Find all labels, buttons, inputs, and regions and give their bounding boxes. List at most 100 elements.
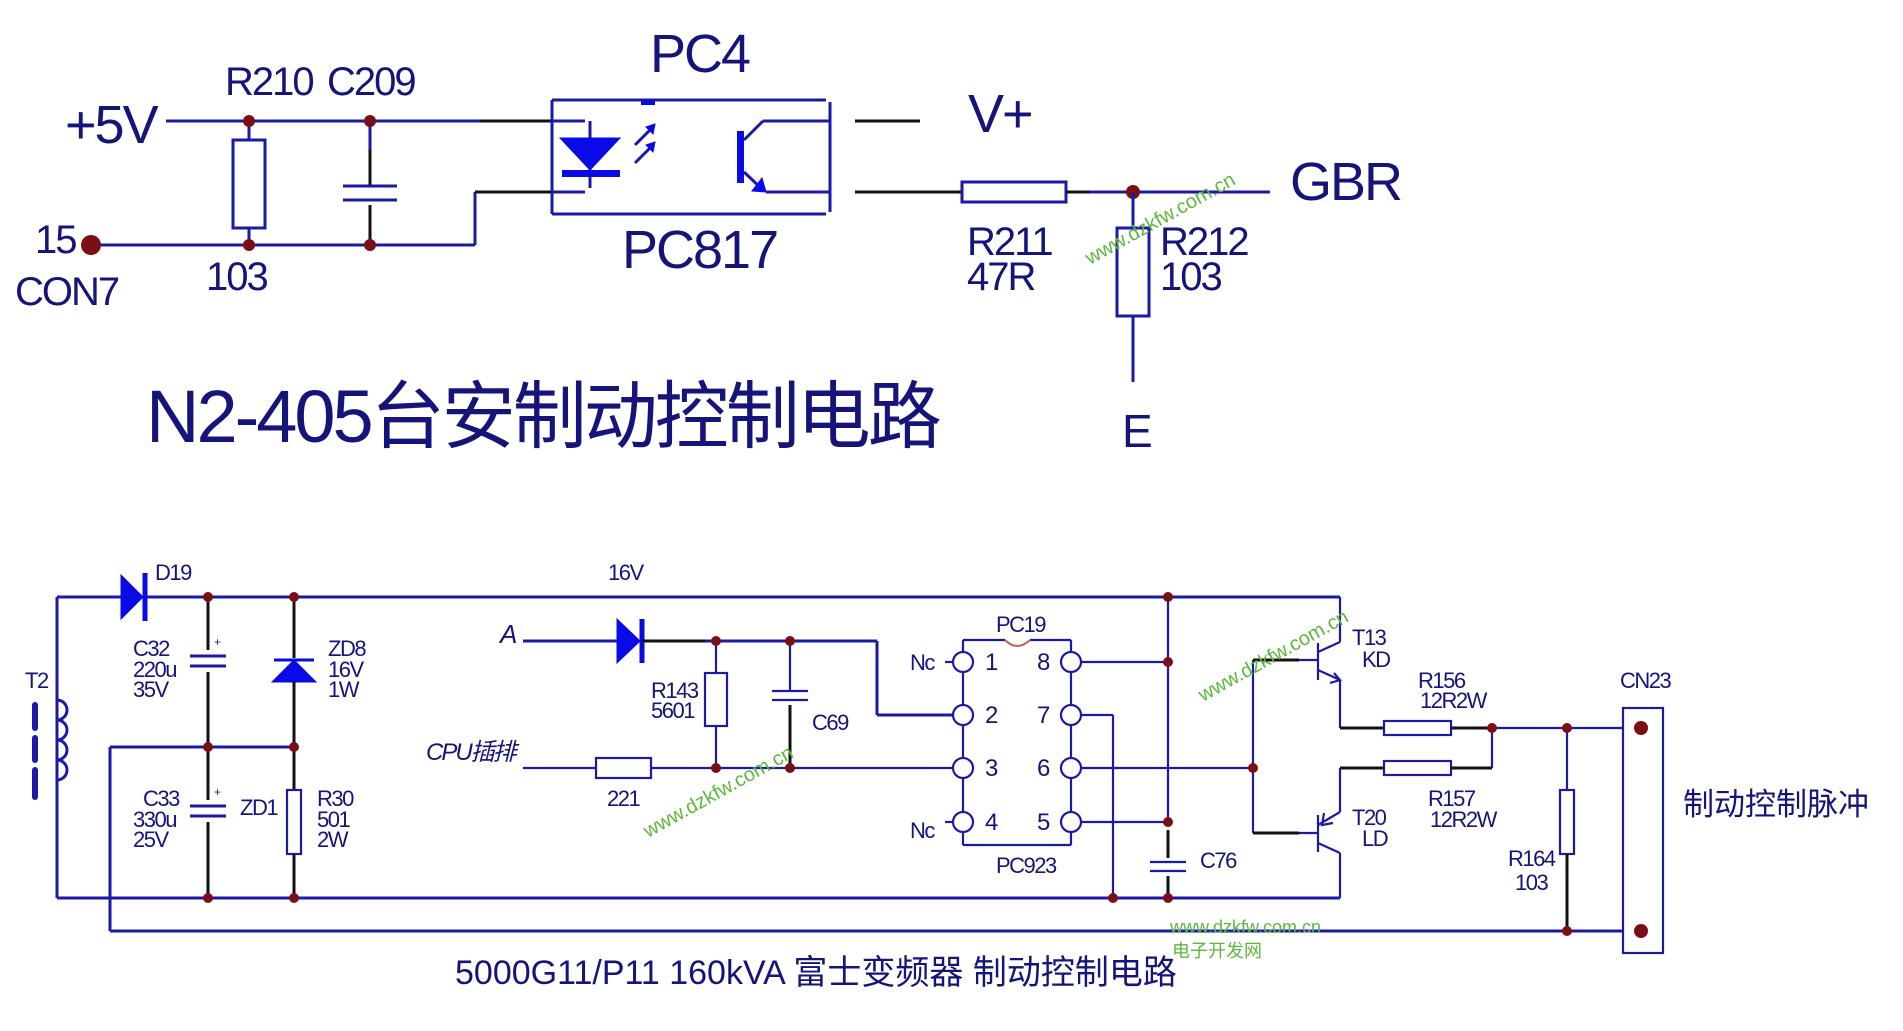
t13-ref-label: T13 [1352, 625, 1387, 650]
resistor-r143 [703, 641, 729, 768]
diode-icon [616, 617, 641, 665]
r30-power-label: 2W [317, 827, 349, 852]
transformer-t2 [32, 698, 69, 800]
pin-number-5: 5 [1037, 809, 1050, 836]
resistor-r164 [1558, 728, 1576, 931]
zd8-ref-label: ZD8 [328, 636, 366, 661]
r211-ref-label: R211 [967, 220, 1052, 264]
optocoupler-pc4 [550, 98, 832, 216]
c69-label: C69 [812, 710, 849, 735]
capacitor-c76 [1150, 830, 1186, 898]
cpu-header-label: CPU插排 [426, 739, 520, 766]
ic-pin-3 [951, 756, 975, 780]
c32-value-label: 220u [133, 657, 176, 682]
vplus-label: V+ [968, 84, 1032, 144]
supply-5v-label: +5V [65, 95, 159, 155]
t20-ref-label: T20 [1352, 805, 1387, 830]
junction-dot [203, 742, 213, 752]
zd1-label: ZD1 [240, 795, 278, 820]
r212-ref-label: R212 [1160, 220, 1248, 264]
t2-label: T2 [25, 668, 49, 693]
junction-dot [1163, 657, 1173, 667]
junction-dot [289, 592, 299, 602]
bottom-circuit: + + [25, 560, 1869, 992]
ic-pin-8 [1059, 650, 1083, 674]
cn23-pin-2 [1634, 924, 1648, 938]
d19-label: D19 [155, 560, 192, 585]
c209-ref-label: C209 [327, 60, 415, 104]
junction-dot [243, 115, 255, 127]
pin-number-8: 8 [1037, 649, 1050, 676]
con7-terminal [81, 235, 101, 255]
r157-value-label: 12R2W [1430, 807, 1498, 832]
r164-ref-label: R164 [1508, 846, 1556, 871]
c76-label: C76 [1200, 848, 1237, 873]
input-a-label: A [498, 619, 517, 649]
brake-pulse-label: 制动控制脉冲 [1683, 787, 1869, 822]
junction-dot [364, 115, 376, 127]
junction-dot [1108, 893, 1118, 903]
connector-pin-label: 15 [35, 218, 76, 262]
capacitor-c33: + [190, 747, 226, 898]
junction-dot [785, 636, 795, 646]
r157-ref-label: R157 [1428, 786, 1476, 811]
c32-ref-label: C32 [133, 636, 170, 661]
ic-pin-2 [951, 703, 975, 727]
diode-icon [120, 573, 144, 621]
transistor-t20 [1299, 766, 1384, 898]
resistor-r157 [1382, 759, 1453, 777]
c32-voltage-label: 35V [133, 677, 169, 702]
r210-ref-label: R210 [225, 60, 313, 104]
watermark-url: www.dzkfw.com.cn [1194, 606, 1352, 707]
resistor-r156 [1382, 719, 1453, 737]
nc-pin1-label: Nc [910, 650, 935, 675]
nc-pin4-label: Nc [910, 818, 935, 843]
ic-pin-4 [951, 810, 975, 834]
zener-zd8 [270, 597, 318, 747]
r212-value-label: 103 [1160, 255, 1221, 299]
phototransistor-icon [737, 131, 744, 183]
watermark-url: www.dzkfw.com.cn [639, 742, 797, 843]
c33-value-label: 330u [133, 807, 176, 832]
junction-dot [1163, 592, 1173, 602]
r30-ref-label: R30 [317, 786, 354, 811]
resistor-r212 [1115, 192, 1151, 382]
coil-icon [56, 698, 69, 782]
junction-dot [711, 636, 721, 646]
junction-dot [243, 239, 255, 251]
junction-dot [1163, 893, 1173, 903]
connector-cn23 [1621, 706, 1665, 955]
gbr-label: GBR [1290, 152, 1401, 212]
pin-number-2: 2 [985, 702, 998, 729]
svg-text:+: + [214, 785, 221, 799]
diode-input-a [616, 617, 645, 665]
connector-name-label: CON7 [15, 270, 119, 314]
r-cpu-value-label: 221 [607, 786, 640, 811]
r164-value-label: 103 [1515, 870, 1548, 895]
c33-voltage-label: 25V [133, 827, 169, 852]
r156-value-label: 12R2W [1420, 688, 1488, 713]
bottom-circuit-title: 5000G11/P11 160kVA 富士变频器 制动控制电路 [455, 954, 1177, 992]
r30-value-label: 501 [317, 807, 350, 832]
ic-pin-5 [1059, 810, 1083, 834]
zener-icon [270, 659, 318, 683]
zd8-value-label: 16V [328, 657, 364, 682]
pc923-part-label: PC923 [996, 853, 1057, 878]
resistor-r210 [231, 121, 267, 245]
t20-type-label: LD [1362, 826, 1388, 851]
junction-dot [1248, 763, 1258, 773]
pc4-ref-label: PC4 [650, 24, 750, 84]
r156-ref-label: R156 [1418, 668, 1466, 693]
c33-ref-label: C33 [143, 786, 180, 811]
cn23-pin-1 [1634, 721, 1648, 735]
top-circuit: R210 C209 +5V 15 CON7 103 PC4 PC817 V+ G… [15, 24, 1403, 458]
diode-d19 [120, 573, 148, 621]
junction-dot [203, 592, 213, 602]
junction-dot [711, 763, 721, 773]
junction-dot [1562, 926, 1572, 936]
resistor-221 [594, 756, 653, 780]
ic-pc19 [945, 638, 1083, 847]
pin-number-1: 1 [985, 649, 998, 676]
junction-dot [364, 239, 376, 251]
